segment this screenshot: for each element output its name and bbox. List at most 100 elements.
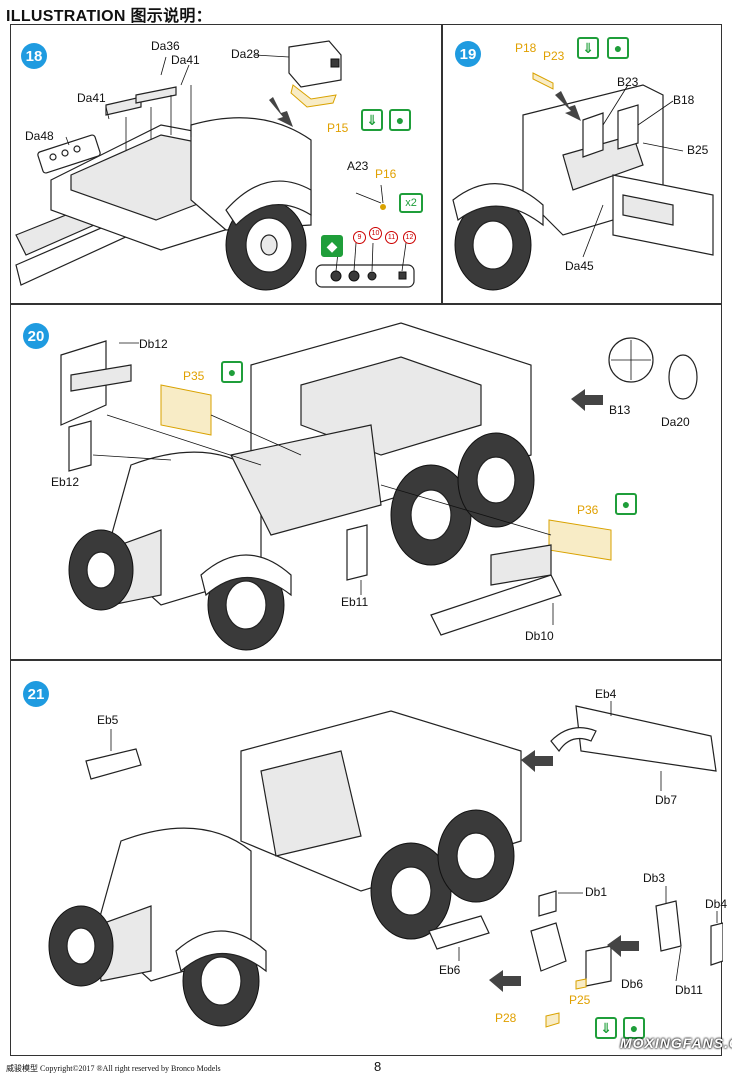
label-eb5: Eb5 — [97, 713, 119, 727]
da20-ring — [668, 354, 698, 400]
label-da41-left: Da41 — [77, 91, 106, 105]
label-a23: A23 — [347, 159, 369, 173]
label-db12: Db12 — [139, 337, 168, 351]
label-da20: Da20 — [661, 415, 690, 429]
front-fender — [200, 554, 292, 597]
paint-color-12: 12 — [403, 231, 416, 244]
page-number: 8 — [374, 1059, 382, 1074]
label-da48: Da48 — [25, 129, 54, 143]
step-21-panel: 21 Eb5 Eb4 Db7 Db1 Db3 Db4 Db6 Db11 Eb6 … — [10, 660, 727, 1056]
db1-part — [538, 890, 557, 917]
step-20-drawing — [60, 322, 698, 651]
label-eb6: Eb6 — [439, 963, 461, 977]
step-18-drawing — [15, 40, 415, 291]
label-p35: P35 — [183, 369, 205, 383]
label-eb12: Eb12 — [51, 475, 80, 489]
label-eb11: Eb11 — [341, 595, 369, 609]
label-db7: Db7 — [655, 793, 678, 807]
p36-pe-part — [548, 519, 612, 561]
down-arrow-icon: ⇓ — [361, 109, 383, 131]
copyright-footer: 威骏模型 Copyright©2017 ®All right reserved … — [6, 1064, 221, 1073]
label-p25: P25 — [569, 993, 591, 1007]
db3-part — [655, 900, 682, 952]
eb4-frame — [550, 727, 597, 753]
db10-running-board — [430, 574, 562, 636]
label-b25: B25 — [687, 143, 709, 157]
label-da36: Da36 — [151, 39, 180, 53]
label-b18: B18 — [673, 93, 695, 107]
label-db11: Db11 — [675, 983, 703, 997]
step-20-panel: 20 Db12 P35 ● Eb12 B13 Da20 P36 ● Eb11 D… — [10, 304, 722, 660]
glue-drop-icon: ● — [615, 493, 637, 515]
assembly-arrow-3 — [607, 935, 639, 957]
front-fender — [175, 930, 267, 973]
lamp-bracket-left — [530, 922, 567, 972]
eb6-part — [428, 915, 490, 950]
assembly-arrow-2 — [489, 970, 521, 992]
label-p15: P15 — [327, 121, 349, 135]
instrument-panel-detail — [315, 264, 415, 288]
down-arrow-icon: ⇓ — [577, 37, 599, 59]
quantity-x2-badge: x2 — [399, 193, 423, 213]
p35-pe-part — [160, 384, 212, 436]
label-p23: P23 — [543, 49, 565, 63]
front-wheel-center — [260, 234, 278, 256]
assembly-arrow — [269, 97, 293, 127]
down-arrow-icon: ⇓ — [595, 1017, 617, 1039]
db7-panel — [575, 705, 717, 772]
db6-part — [585, 945, 612, 987]
label-p28: P28 — [495, 1011, 517, 1025]
rear-seat — [260, 750, 362, 857]
step-18-badge: 18 — [21, 43, 47, 69]
b18-part — [617, 104, 639, 150]
assembly-arrow — [571, 389, 603, 411]
label-da28: Da28 — [231, 47, 260, 61]
paint-color-11: 11 — [385, 231, 398, 244]
watermark-logo: MOXINGFANS.COM — [620, 1035, 732, 1051]
label-db3: Db3 — [643, 871, 666, 885]
label-p18: P18 — [515, 41, 537, 55]
glue-drop-icon: ● — [607, 37, 629, 59]
glue-drop-icon: ● — [389, 109, 411, 131]
page-header: ILLUSTRATION 图示说明： — [6, 8, 212, 25]
eb5-part — [85, 748, 142, 780]
label-db10: Db10 — [525, 629, 554, 643]
paint-color-9: 9 — [353, 231, 366, 244]
eb12-part — [68, 420, 92, 472]
da41-part — [105, 96, 142, 116]
label-da45: Da45 — [565, 259, 594, 273]
b23-part — [582, 112, 604, 158]
p18-pe-part — [532, 72, 554, 90]
step-19-panel: 19 P18 P23 ⇓ ● B23 B18 B25 Da45 — [442, 24, 722, 304]
label-p36: P36 — [577, 503, 599, 517]
label-db1: Db1 — [585, 885, 608, 899]
glue-drop-icon: ● — [221, 361, 243, 383]
da28-box — [288, 40, 342, 88]
label-b13: B13 — [609, 403, 631, 417]
step-20-badge: 20 — [23, 323, 49, 349]
da41-part-2 — [135, 86, 177, 104]
step-18-panel: 18 Da36 Da41 Da28 Da41 Da48 P15 ⇓ ● A23 … — [10, 24, 442, 304]
paint-decal-icon: ◆ — [321, 235, 343, 257]
db4-part — [710, 922, 723, 966]
label-da41-top: Da41 — [171, 53, 200, 67]
step-21-badge: 21 — [23, 681, 49, 707]
front-fender — [225, 180, 312, 226]
floor-panel — [562, 134, 644, 191]
label-db4: Db4 — [705, 897, 728, 911]
fender — [452, 183, 544, 227]
label-p16: P16 — [375, 167, 397, 181]
glue-drop-icon: ● — [623, 1017, 645, 1039]
p15-pe-part — [290, 84, 337, 108]
chassis-center — [230, 424, 382, 536]
step-19-drawing — [452, 72, 714, 291]
label-b23: B23 — [617, 75, 639, 89]
step-19-badge: 19 — [455, 41, 481, 67]
label-eb4: Eb4 — [595, 687, 617, 701]
label-db6: Db6 — [621, 977, 644, 991]
p25-pe-part — [575, 978, 587, 990]
dash-gauge-part — [37, 134, 101, 174]
assembly-arrow — [521, 750, 553, 772]
assembly-arrow — [555, 91, 581, 121]
